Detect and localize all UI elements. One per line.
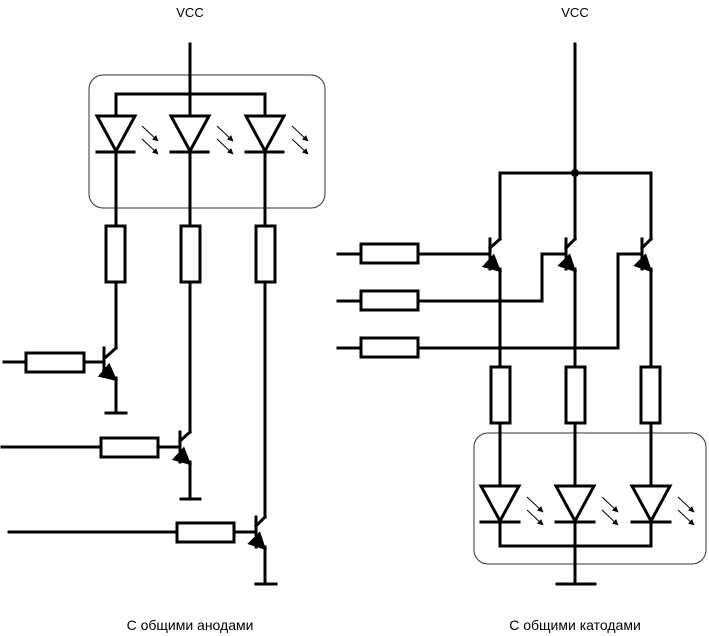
vcc-label-left: VCC xyxy=(176,5,203,20)
vcc-label-right: VCC xyxy=(561,5,588,20)
transistor-3-right xyxy=(416,236,654,369)
led-2-right xyxy=(553,484,619,526)
led-resistor-1-left xyxy=(104,224,127,284)
base-resistor-1-left xyxy=(24,351,86,374)
caption-common-cathode: С общими катодами xyxy=(509,617,641,633)
transistor-3-left xyxy=(232,280,278,586)
led-3-left xyxy=(243,114,309,155)
base-resistor-3-left xyxy=(175,521,236,544)
transistor-1-left xyxy=(82,280,128,415)
transistor-2-right xyxy=(416,236,578,369)
led-package-right xyxy=(473,432,707,565)
base-resistor-3-right xyxy=(359,336,420,359)
base-resistor-2-right xyxy=(359,289,420,312)
led-2-left xyxy=(168,114,234,155)
base-resistor-1-right xyxy=(359,242,420,265)
led-resistor-3-right xyxy=(639,365,662,425)
common-cathode-circuit: VCC xyxy=(336,5,707,633)
led-3-right xyxy=(629,484,695,526)
led-1-left xyxy=(94,114,159,155)
led-resistor-2-right xyxy=(564,365,587,425)
led-package-left xyxy=(88,74,326,209)
led-resistor-1-right xyxy=(489,365,512,425)
transistor-1-right xyxy=(416,236,503,369)
led-resistor-2-left xyxy=(179,224,202,284)
led-1-right xyxy=(478,484,544,526)
common-anode-circuit: VCC xyxy=(0,5,326,633)
base-resistor-2-left xyxy=(99,436,160,459)
led-resistor-3-left xyxy=(254,224,277,284)
caption-common-anode: С общими анодами xyxy=(127,617,254,633)
transistor-2-left xyxy=(156,280,202,501)
